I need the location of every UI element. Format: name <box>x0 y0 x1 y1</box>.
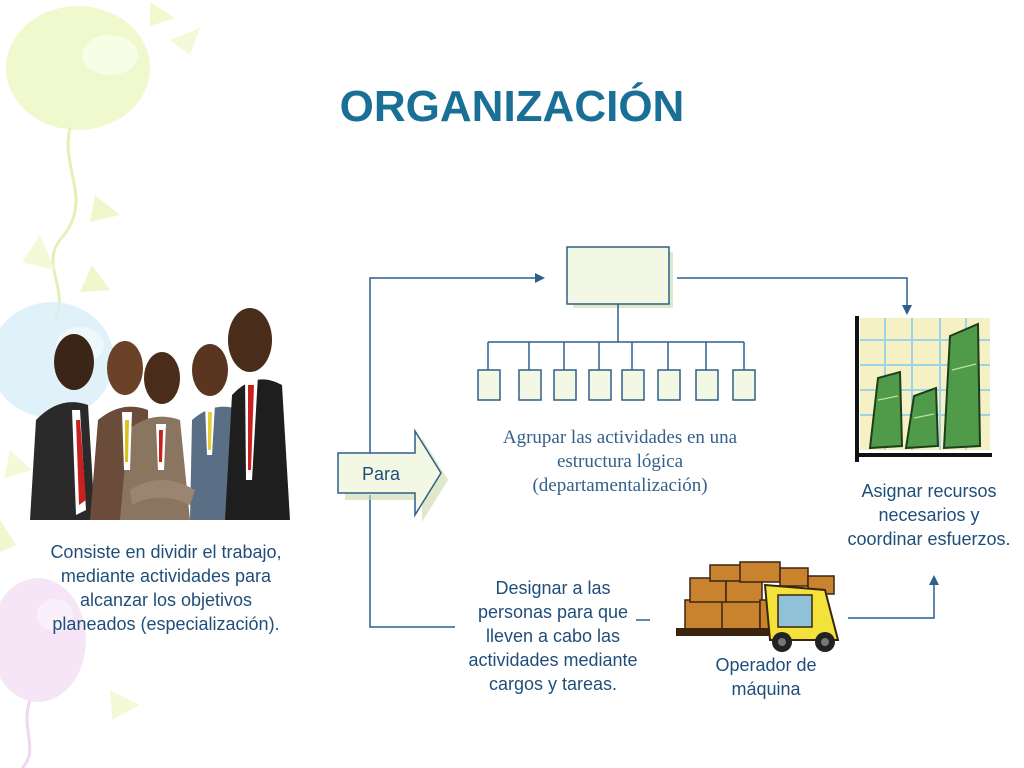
assign-resources-text: Asignar recursos necesarios y coordinar … <box>847 481 1011 549</box>
org-chart-icon <box>477 246 756 401</box>
para-arrow <box>337 428 448 522</box>
bar-chart-money-icon <box>855 316 992 462</box>
assign-people-text: Designar a las personas para que lleven … <box>468 578 638 694</box>
machine-operator-text: Operador de máquina <box>715 655 817 699</box>
page-title: ORGANIZACIÓN <box>339 82 685 131</box>
description-text: Consiste en dividir el trabajo, mediante… <box>50 542 282 634</box>
para-label: Para <box>362 464 401 484</box>
connector-lines <box>369 273 939 628</box>
forklift-boxes-icon <box>676 561 840 652</box>
group-activities-text: Agrupar las actividades en una estructur… <box>502 427 738 496</box>
business-people-clipart-icon <box>30 308 290 520</box>
